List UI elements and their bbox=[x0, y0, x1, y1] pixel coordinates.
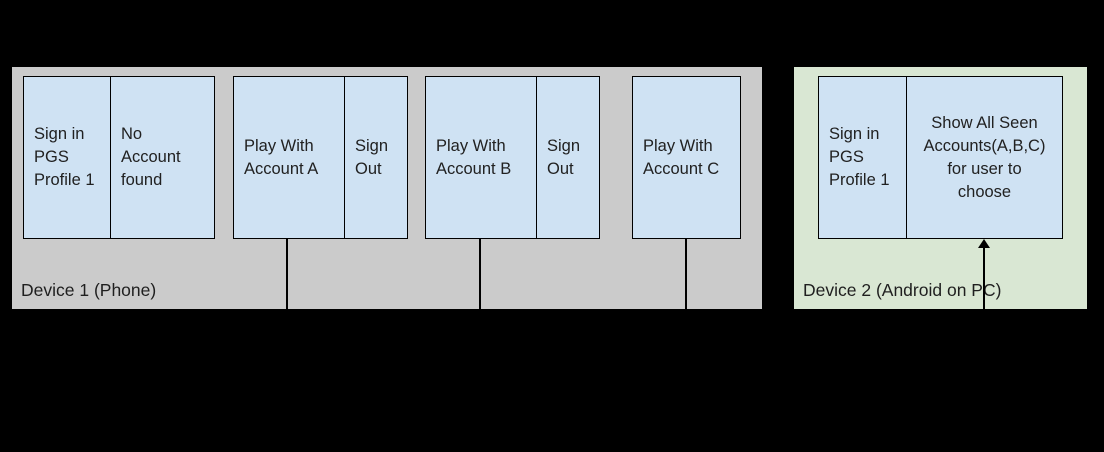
device1-label: Device 1 (Phone) bbox=[21, 280, 157, 300]
device2-panel: Sign in PGS Profile 1 Show All Seen Acco… bbox=[794, 67, 1087, 309]
group-play-account-a: Play With Account A Sign Out bbox=[233, 76, 408, 239]
connector-line-account-c bbox=[685, 239, 687, 309]
device1-panel: Sign in PGS Profile 1 No Account found P… bbox=[12, 67, 762, 309]
box-sign-out-a: Sign Out bbox=[344, 77, 407, 238]
group-play-account-c: Play With Account C bbox=[632, 76, 741, 239]
group-signin-show-accounts: Sign in PGS Profile 1 Show All Seen Acco… bbox=[818, 76, 1063, 239]
box-sign-in-pgs-profile1: Sign in PGS Profile 1 bbox=[34, 125, 95, 189]
connector-line-account-a bbox=[286, 239, 288, 309]
box-play-with-account-c: Play With Account C bbox=[643, 136, 720, 178]
box-sign-out-b: Sign Out bbox=[536, 77, 599, 238]
box-play-with-account-b: Play With Account B bbox=[436, 136, 512, 178]
box-no-account-found: No Account found bbox=[110, 77, 214, 238]
group-play-account-b: Play With Account B Sign Out bbox=[425, 76, 600, 239]
connector-line-account-b bbox=[479, 239, 481, 309]
box-play-with-account-a: Play With Account A bbox=[244, 136, 319, 178]
arrow-line-to-show-accounts bbox=[983, 241, 985, 309]
device2-label: Device 2 (Android on PC) bbox=[803, 280, 1002, 300]
box-sign-in-pgs-profile1-device2: Sign in PGS Profile 1 bbox=[829, 125, 890, 189]
box-show-all-seen-accounts: Show All Seen Accounts(A,B,C) for user t… bbox=[906, 77, 1062, 238]
group-signin-noaccount: Sign in PGS Profile 1 No Account found bbox=[23, 76, 215, 239]
arrow-up-icon bbox=[978, 239, 990, 248]
